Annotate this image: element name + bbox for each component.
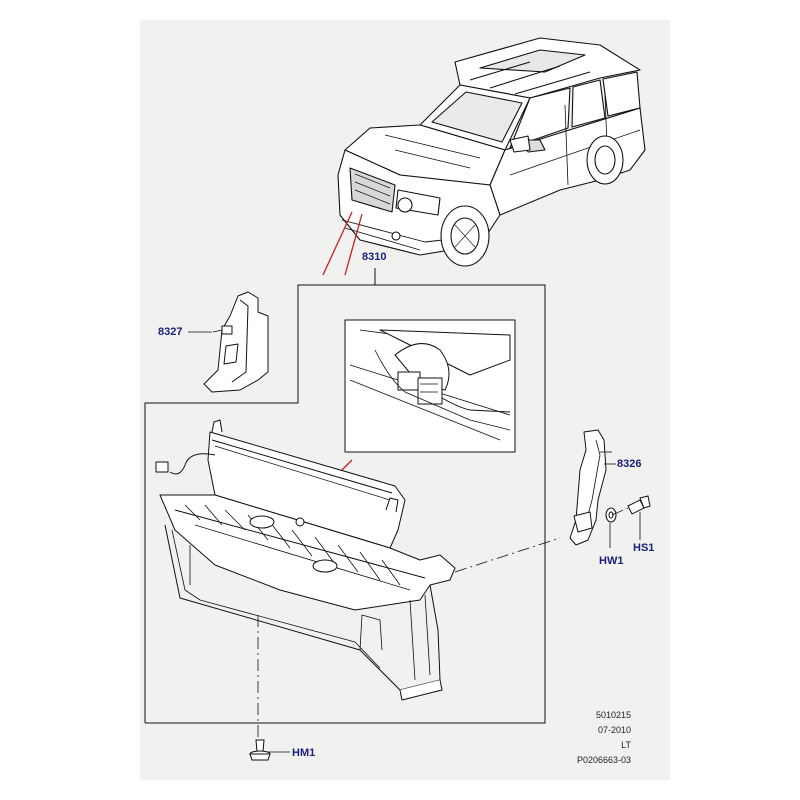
bracket-8327 [203, 291, 269, 393]
washer-hw1 [605, 507, 617, 523]
bracket-8326 [569, 429, 612, 546]
reference-side: LT [621, 740, 631, 750]
screw-hs1 [627, 495, 651, 515]
assembly-callout-box [144, 268, 546, 724]
air-deflector-assembly [155, 419, 456, 701]
vehicle-illustration [337, 37, 646, 267]
label-hs1: HS1 [633, 542, 655, 554]
clip-hm1 [249, 739, 271, 761]
reference-date: 07-2010 [597, 725, 631, 735]
label-8326: 8326 [617, 458, 642, 470]
label-leader-lines [188, 331, 641, 753]
label-8310: 8310 [362, 251, 387, 263]
connector-detail-inset [344, 319, 516, 453]
illustration-number: P0206663-03 [576, 755, 631, 765]
label-8327: 8327 [158, 326, 183, 338]
dash-dot-leaders [257, 507, 629, 738]
reference-code: 5010215 [595, 710, 631, 720]
label-hm1: HM1 [292, 747, 316, 759]
label-hw1: HW1 [599, 555, 624, 567]
